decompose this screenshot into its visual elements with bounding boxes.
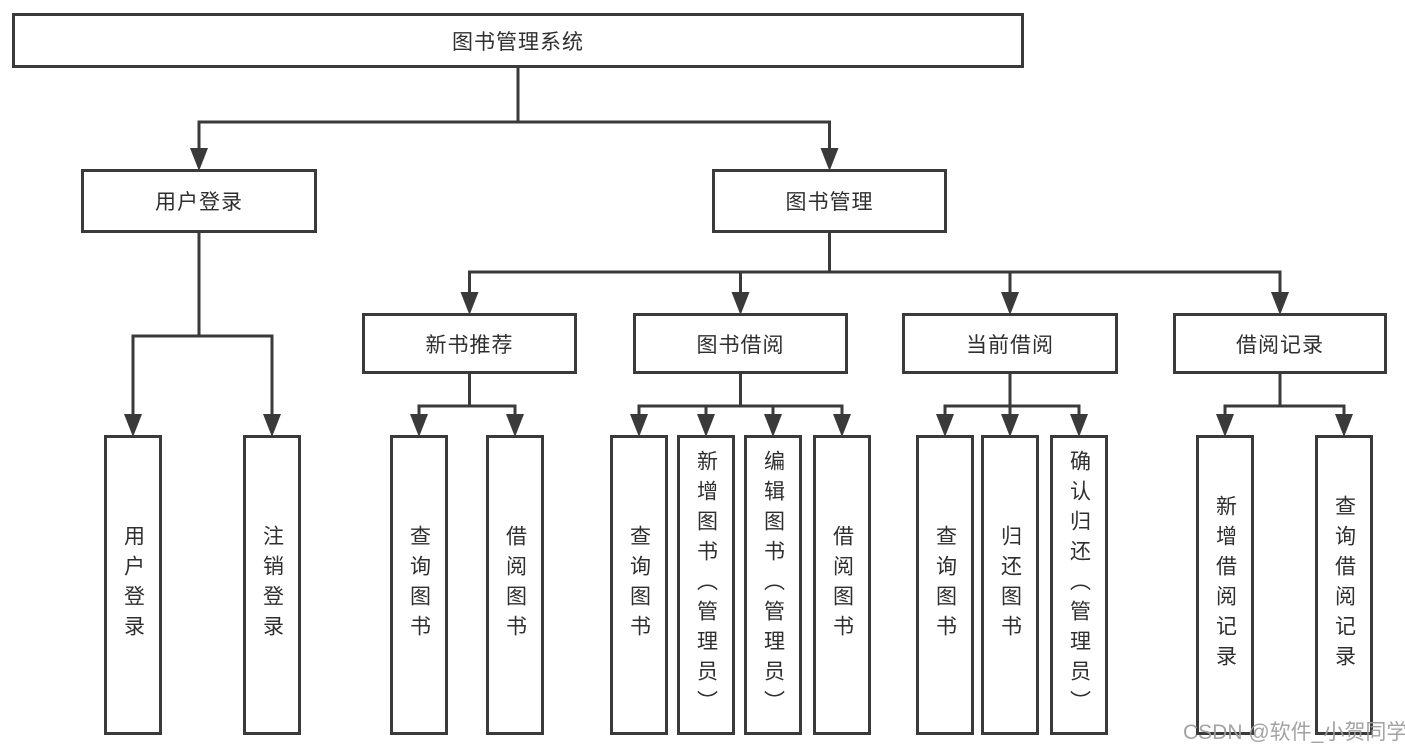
node-u1: 用户登录 [104,435,162,735]
node-l3b: 图书借阅 [633,313,848,374]
node-label: 查询图书 [933,525,957,645]
watermark: CSDN @软件_小贺同学 [1183,721,1405,744]
arrowhead-icon [764,414,782,437]
node-label: 归还图书 [998,525,1022,645]
arrowhead-icon [697,414,715,437]
node-n2: 借阅图书 [486,435,544,735]
node-label: 图书管理系统 [452,30,584,54]
node-d1: 查询图书 [916,435,974,735]
arrowhead-icon [410,414,428,437]
node-label: 借阅图书 [503,525,527,645]
node-label: 用户登录 [121,525,145,645]
arrowhead-icon [820,148,839,171]
node-label: 新增借阅记录 [1213,495,1237,675]
node-u2: 注销登录 [243,435,301,735]
arrowhead-icon [1001,292,1019,315]
node-l3c: 当前借阅 [902,313,1118,374]
node-d3: 确认归还（管理员） [1050,435,1108,735]
node-l3a: 新书推荐 [362,313,577,374]
node-l2a: 用户登录 [81,169,317,233]
node-label: 新书推荐 [425,333,514,357]
node-label: 用户登录 [155,191,243,214]
node-label: 编辑图书（管理员） [761,450,785,720]
node-l3d: 借阅记录 [1173,313,1387,374]
node-j2: 新增图书（管理员） [677,435,735,735]
node-r2: 查询借阅记录 [1315,435,1373,735]
node-label: 图书借阅 [696,333,785,357]
node-label: 新增图书（管理员） [694,450,718,720]
arrowhead-icon [936,414,954,437]
arrowhead-icon [833,414,851,437]
arrowhead-icon [630,414,648,437]
arrowhead-icon [506,414,524,437]
arrowhead-icon [1001,414,1019,437]
node-label: 查询图书 [407,525,431,645]
arrowhead-icon [263,414,281,437]
node-label: 查询借阅记录 [1332,495,1356,675]
node-label: 借阅记录 [1236,333,1324,357]
node-label: 注销登录 [260,525,284,645]
node-label: 当前借阅 [966,333,1054,357]
node-label: 确认归还（管理员） [1067,450,1091,720]
arrowhead-icon [124,414,142,437]
node-j3: 编辑图书（管理员） [744,435,802,735]
node-root: 图书管理系统 [12,13,1024,68]
arrowhead-icon [1335,414,1353,437]
node-n1: 查询图书 [390,435,448,735]
arrowhead-icon [190,148,208,171]
node-label: 借阅图书 [830,525,854,645]
arrowhead-icon [731,292,750,315]
arrowhead-icon [1070,414,1088,437]
node-r1: 新增借阅记录 [1196,435,1254,735]
node-l2b: 图书管理 [712,169,947,233]
arrowhead-icon [1271,292,1289,315]
node-d2: 归还图书 [981,435,1039,735]
node-label: 图书管理 [785,191,874,214]
arrowhead-icon [1216,414,1234,437]
node-j4: 借阅图书 [813,435,871,735]
node-j1: 查询图书 [610,435,668,735]
node-label: 查询图书 [627,525,651,645]
arrowhead-icon [460,292,479,315]
